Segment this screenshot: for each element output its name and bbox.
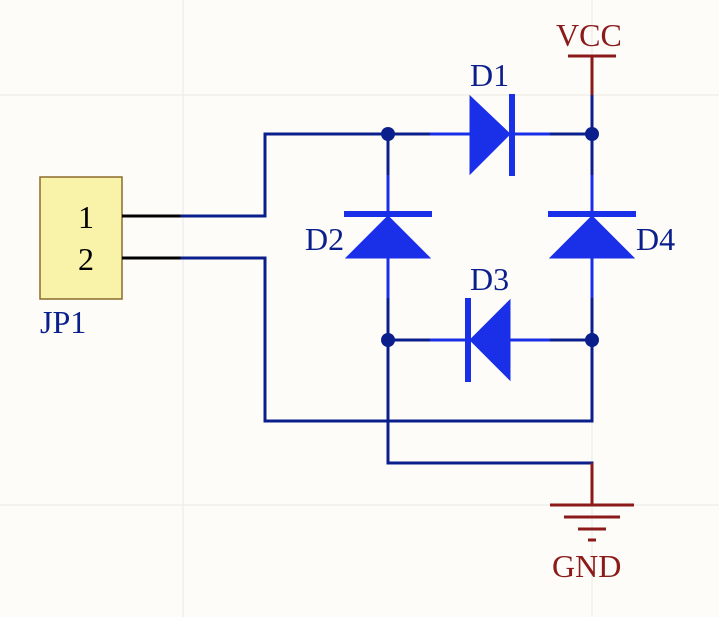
connector-pin-2-number: 2 bbox=[78, 241, 94, 277]
connector-ref-label: JP1 bbox=[40, 304, 86, 340]
diode-d1-label: D1 bbox=[470, 57, 509, 93]
junction-bottom-left bbox=[381, 333, 395, 347]
diode-d1[interactable]: D1 bbox=[430, 57, 550, 176]
junctions bbox=[381, 127, 599, 347]
diode-d4[interactable]: D4 bbox=[548, 175, 675, 298]
wires bbox=[180, 93, 594, 507]
junction-top-right bbox=[585, 127, 599, 141]
connector-jp1[interactable]: 1 2 JP1 bbox=[39, 176, 182, 340]
wire-pin1-to-node-top-left bbox=[180, 132, 390, 218]
diode-d2-label: D2 bbox=[305, 221, 344, 257]
diode-d2[interactable]: D2 bbox=[305, 175, 432, 298]
gnd-power-port[interactable]: GND bbox=[550, 463, 634, 584]
vcc-label: VCC bbox=[556, 17, 622, 53]
connector-body bbox=[39, 176, 123, 300]
diode-d4-label: D4 bbox=[636, 221, 675, 257]
connector-pin-1-number: 1 bbox=[78, 199, 94, 235]
diode-d3[interactable]: D3 bbox=[430, 261, 550, 382]
junction-top-left bbox=[381, 127, 395, 141]
vcc-power-port[interactable]: VCC bbox=[556, 17, 622, 95]
gnd-label: GND bbox=[552, 548, 621, 584]
diode-d3-label: D3 bbox=[470, 261, 509, 297]
junction-bottom-right bbox=[585, 333, 599, 347]
wire-pin2-to-node-bottom-right bbox=[180, 256, 594, 423]
